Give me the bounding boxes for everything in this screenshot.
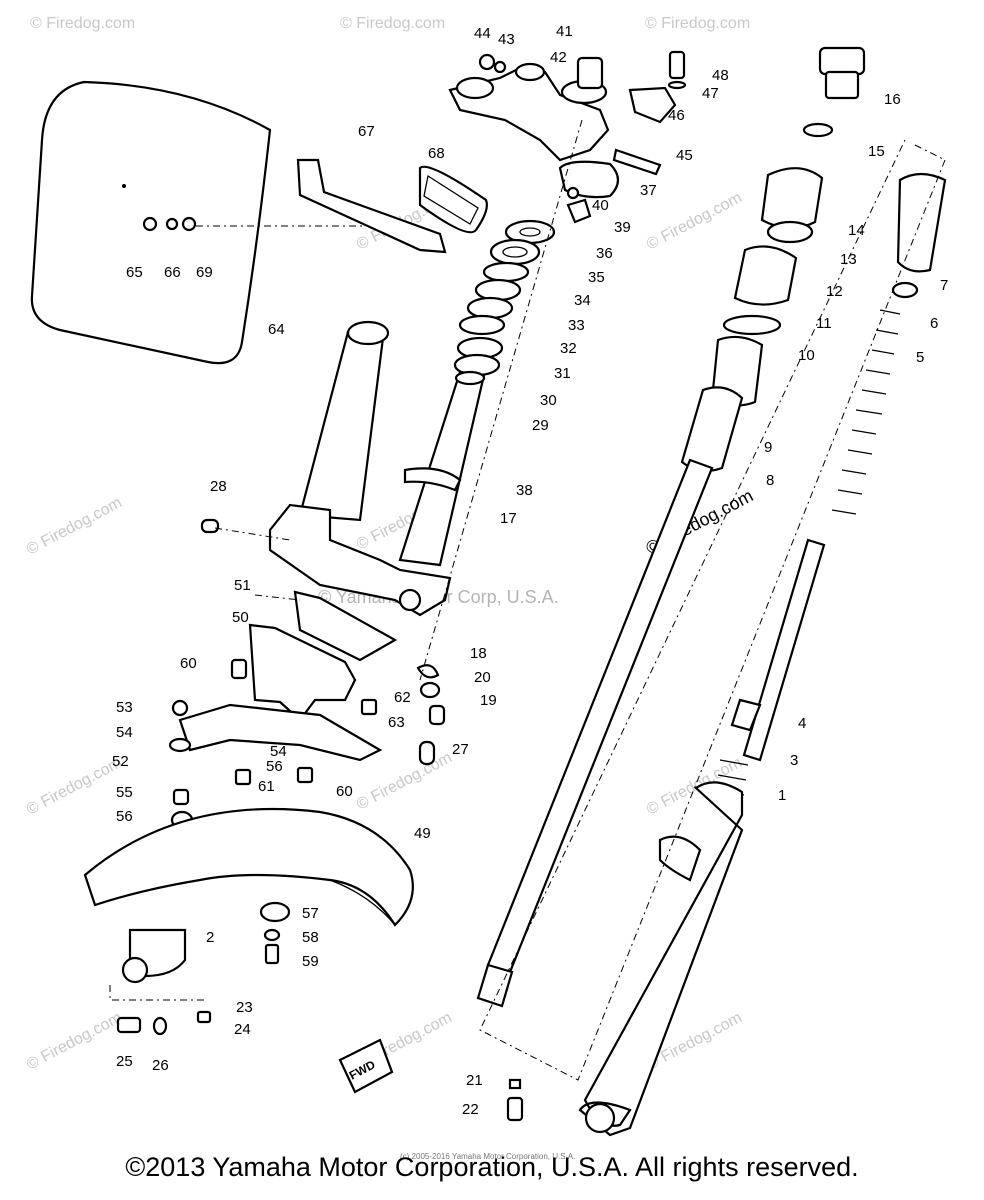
fender-hardware [200,518,524,1122]
part-number-label: 6 [930,315,938,332]
part-number-label: 7 [940,277,948,294]
steering-bearings [453,219,556,377]
part-number-label: 33 [568,317,585,334]
center-lines [214,119,946,1081]
part-number-label: 36 [596,245,613,262]
part-number-label: 57 [302,905,319,922]
part-number-label: 10 [798,347,815,364]
part-number-label: 45 [676,147,693,164]
watermark: © Firedog.com [645,15,750,32]
part-number-label: 1 [778,787,786,804]
part-number-label: 23 [236,999,253,1016]
headlight-stays [168,623,383,830]
part-number-label: 55 [116,784,133,801]
part-number-label: 59 [302,953,319,970]
part-number-label: 40 [592,197,609,214]
part-number-label: 46 [668,107,685,124]
part-number-label: 8 [766,472,774,489]
part-number-label: 52 [112,753,129,770]
part-number-label: 4 [798,715,806,732]
part-number-label: 43 [498,31,515,48]
part-number-label: 27 [452,741,469,758]
footer-small: (c) 2005-2016 Yamaha Motor Corporation, … [400,1152,576,1161]
part-number-label: 5 [916,349,924,366]
part-number-label: 37 [640,182,657,199]
part-number-label: 21 [466,1072,483,1089]
part-number-label: 28 [210,478,227,495]
part-number-label: 67 [358,123,375,140]
part-number-label: 30 [540,392,557,409]
part-number-label: 11 [816,315,832,332]
part-number-label: 26 [152,1057,169,1074]
part-number-label: 56 [116,808,133,825]
part-number-label: 53 [116,699,133,716]
part-number-label: 47 [702,85,719,102]
part-number-label: 61 [258,778,275,795]
watermark: © Firedog.com [340,15,445,32]
number-plate [30,80,385,365]
part-number-label: 32 [560,340,577,357]
part-number-label: 15 [868,143,885,160]
part-number-label: 65 [126,264,143,281]
part-number-label: 3 [790,752,798,769]
part-number-label: 60 [180,655,197,672]
part-number-label: 56 [266,758,283,775]
fwd-arrow: FWD [338,1038,394,1094]
part-number-label: 66 [164,264,181,281]
part-number-label: 62 [394,689,411,706]
part-number-label: 19 [480,692,497,709]
part-number-label: 63 [388,714,405,731]
part-number-label: 35 [588,269,605,286]
part-number-label: 31 [554,365,571,382]
part-number-label: 58 [302,929,319,946]
part-number-label: 12 [826,283,843,300]
part-number-label: 13 [840,251,857,268]
part-number-label: 69 [196,264,213,281]
part-number-label: 24 [234,1021,251,1038]
part-number-label: 48 [712,67,729,84]
part-number-label: 68 [428,145,445,162]
part-number-label: 41 [556,23,573,40]
part-number-label: 34 [574,292,591,309]
part-number-label: 16 [884,91,901,108]
part-number-label: 18 [470,645,487,662]
fork-assembly-right [476,46,947,1137]
watermark: © Firedog.com [30,15,135,32]
copyright-footer: ©2013 Yamaha Motor Corporation, U.S.A. A… [125,1152,859,1182]
part-number-label: 38 [516,482,533,499]
part-number-label: 50 [232,609,249,626]
part-number-label: 60 [336,783,353,800]
plate-bracket [296,158,488,254]
part-number-label: 39 [614,219,631,236]
front-fender [83,807,414,927]
left-lower-fork-stub [109,928,212,1036]
part-number-label: 22 [462,1101,479,1118]
part-number-label: 9 [764,439,772,456]
part-number-label: 29 [532,417,549,434]
part-number-label: 2 [206,929,214,946]
part-number-label: 54 [116,724,133,741]
fork-crown-upper [448,50,687,224]
part-number-label: 20 [474,669,491,686]
part-number-label: 64 [268,321,285,338]
part-number-label: 17 [500,510,517,527]
part-number-label: 25 [116,1053,133,1070]
part-number-label: 44 [474,25,491,42]
part-number-label: 54 [270,743,287,760]
part-number-label: 42 [550,49,567,66]
part-number-label: 14 [848,222,865,239]
part-number-label: 49 [414,825,431,842]
part-number-label: 51 [234,577,251,594]
